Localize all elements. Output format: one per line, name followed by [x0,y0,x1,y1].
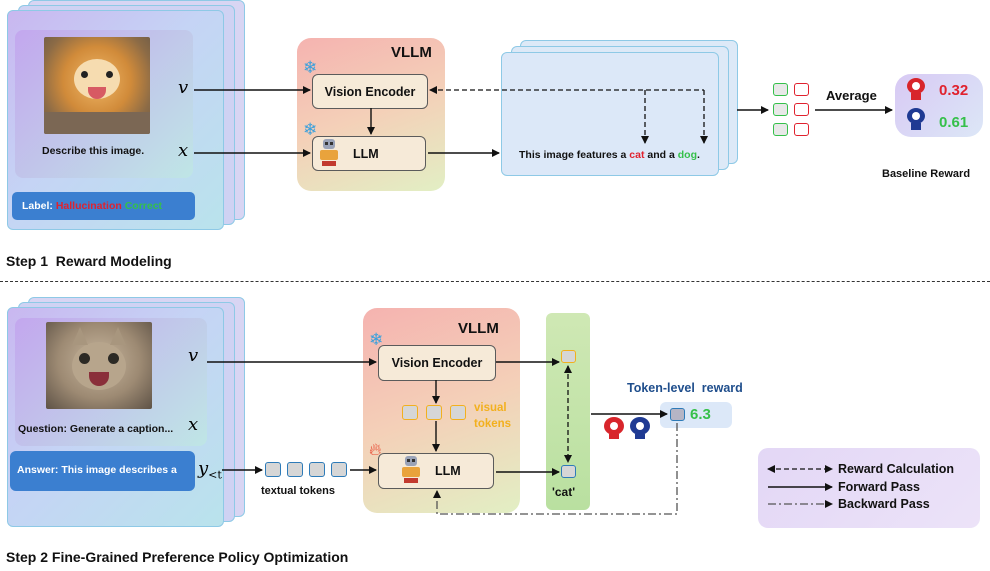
step1-label-bar [12,192,195,220]
token-green [773,103,788,116]
reward-token [670,408,685,421]
token-red [794,103,809,116]
snowflake-icon: ❄ [369,330,384,349]
visual-tokens-label-1: visual [474,402,507,414]
step1-var-v: v [178,77,189,98]
step1-label-text: Label: Hallucination Correct [22,200,162,212]
textual-token [309,462,325,477]
step2-var-v: v [188,345,199,366]
step1-output-text: This image features a cat and a dog. [519,149,700,161]
var-y-subscript: <t [208,468,222,482]
step2-llm-box: LLM [378,453,494,489]
var-y: y [198,458,209,479]
blue-reward-model-icon [906,108,926,130]
token-red [794,123,809,136]
label-prefix: Label: [22,200,53,212]
reward-value-blue: 0.61 [939,114,969,131]
token-red [794,83,809,96]
red-reward-model-icon [906,78,926,100]
output-mid: and a [644,149,678,161]
output-prefix: This image features a [519,149,630,161]
robot-icon [318,139,340,167]
token-reward-title: Token-level reward [627,381,743,395]
step1-title: Step 1 Reward Modeling [6,253,172,269]
step2-var-x: x [188,414,199,435]
label-correct: Correct [124,200,163,212]
legend-reward-calc: Reward Calculation [838,462,954,476]
visual-token [450,405,466,420]
output-end: . [697,149,700,161]
step2-var-y: y<t [198,458,222,482]
textual-token [287,462,303,477]
reward-value-red: 0.32 [939,82,969,99]
step1-llm-label: LLM [353,146,379,161]
textual-tokens-label: textual tokens [261,485,335,497]
visual-token [402,405,418,420]
step1-vision-encoder: Vision Encoder [312,74,428,109]
output-cat: cat [629,149,645,161]
robot-icon [400,456,422,484]
step2-vision-encoder: Vision Encoder [378,345,496,381]
backward-pass-line [433,423,678,515]
textual-token [331,462,347,477]
step2-title: Step 2 Fine-Grained Preference Policy Op… [6,549,349,565]
legend-forward: Forward Pass [838,480,920,494]
token-green [773,123,788,136]
dog-image [44,37,150,134]
red-reward-model-icon [604,417,626,439]
step2-answer: Answer: This image describes a [17,464,177,476]
cat-text-token [561,465,576,478]
visual-token [426,405,442,420]
label-hallucination: Hallucination [55,200,122,212]
snowflake-icon: ❄ [303,120,318,139]
cat-image [46,322,152,409]
legend-backward: Backward Pass [838,497,930,511]
step1-var-x: x [178,140,189,161]
snowflake-icon: ❄ [303,58,318,77]
step1-output-card [501,52,719,176]
step2-question: Question: Generate a caption... [18,423,174,435]
output-dog: dog [677,149,697,161]
token-green [773,83,788,96]
average-label: Average [826,88,877,103]
step1-vllm-title: VLLM [391,44,432,61]
token-reward-value: 6.3 [690,406,711,423]
cat-token-label: 'cat' [552,485,576,499]
textual-token [265,462,281,477]
legend-panel [758,448,980,528]
step2-llm-label: LLM [435,464,461,478]
visual-tokens-label-2: tokens [474,418,512,430]
step2-vllm-title: VLLM [458,320,499,337]
section-divider [0,281,990,282]
step2-answer-bar [10,451,195,491]
baseline-reward-label: Baseline Reward [882,168,971,180]
blue-reward-model-icon [630,417,652,439]
step1-image-prompt: Describe this image. [42,145,145,157]
cat-visual-token [561,350,576,363]
